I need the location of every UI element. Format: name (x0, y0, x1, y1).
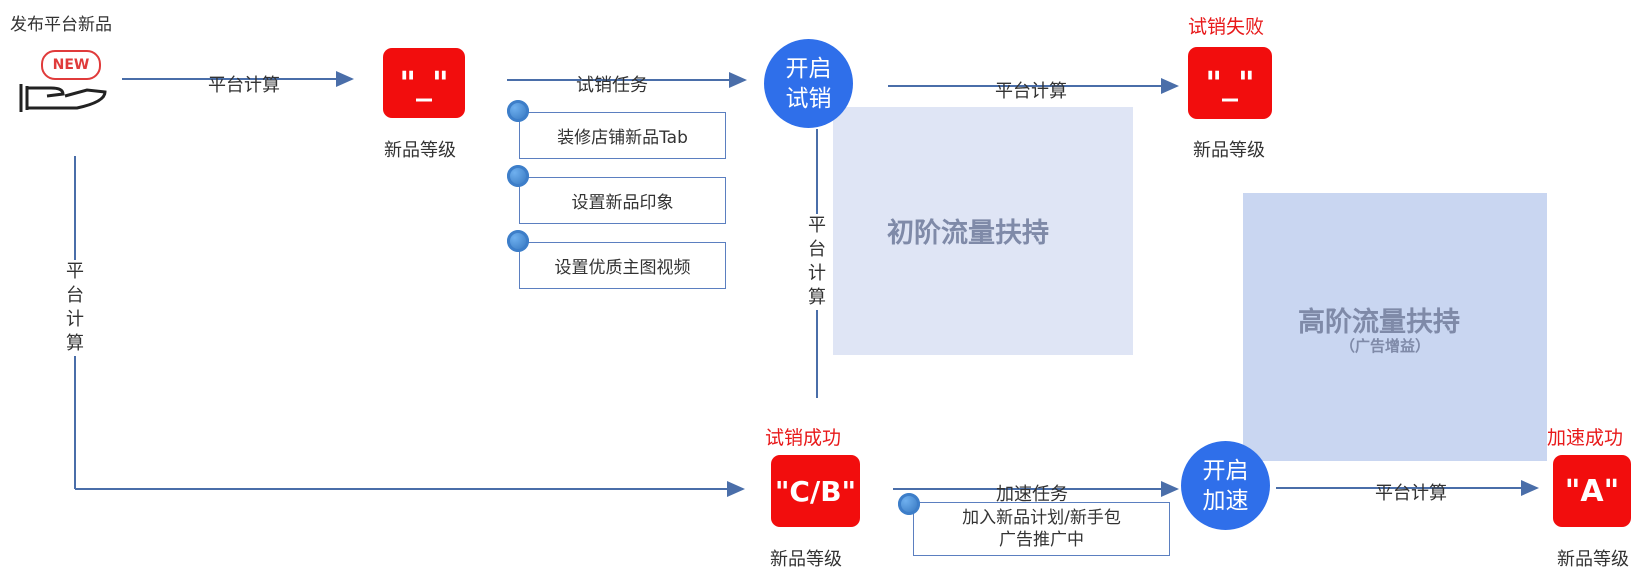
advanced-support-subtitle: （广告增益） (1340, 337, 1431, 355)
grade-caption-a: 新品等级 (1557, 549, 1629, 570)
status-trial-success: 试销成功 (765, 427, 842, 449)
start-trial-line2: 试销 (785, 85, 832, 112)
accel-task-box: 加入新品计划/新手包 广告推广中 (913, 502, 1170, 556)
edge-label-calc2: 平台计算 (995, 81, 1067, 102)
edge-label-calc-vertical-left: 平台计算 (64, 260, 86, 356)
task-bullet-icon (507, 100, 529, 122)
hand-icon (19, 84, 107, 112)
new-tag: NEW (41, 50, 101, 80)
advanced-support-box: 高阶流量扶持 （广告增益） (1243, 193, 1547, 461)
edge-label-calc-vertical-mid: 平台计算 (806, 214, 828, 310)
trial-task-3-label: 设置优质主图视频 (554, 258, 691, 278)
task-bullet-icon (898, 493, 920, 515)
trial-task-1-label: 装修店铺新品Tab (557, 128, 688, 148)
start-trial-line1: 开启 (785, 55, 832, 82)
task-bullet-icon (507, 165, 529, 187)
edge-label-trial-task: 试销任务 (576, 75, 648, 96)
trial-task-2: 设置新品印象 (519, 177, 726, 224)
early-support-box: 初阶流量扶持 (833, 107, 1133, 355)
start-accel-circle: 开启 加速 (1181, 441, 1270, 530)
start-accel-line2: 加速 (1202, 487, 1249, 514)
grade-caption-success: 新品等级 (770, 549, 842, 570)
trial-task-3: 设置优质主图视频 (519, 242, 726, 289)
accel-task-line1: 加入新品计划/新手包 (962, 508, 1121, 528)
trial-task-2-label: 设置新品印象 (571, 193, 674, 213)
status-accel-success: 加速成功 (1547, 427, 1624, 449)
grade-badge-failed: "_" (1188, 47, 1272, 119)
edge-label-accel-task: 加速任务 (996, 484, 1068, 505)
grade-badge-a: "A" (1553, 455, 1631, 527)
new-product-hand-icon: NEW (17, 50, 107, 115)
accel-task-line2: 广告推广中 (999, 530, 1084, 550)
edge-label-calc3: 平台计算 (1375, 483, 1447, 504)
start-accel-line1: 开启 (1202, 457, 1249, 484)
grade-badge-success: "C/B" (771, 455, 860, 527)
start-label: 发布平台新品 (10, 15, 112, 35)
status-trial-failed: 试销失败 (1188, 16, 1265, 38)
advanced-support-title: 高阶流量扶持 (1298, 307, 1460, 338)
trial-task-1: 装修店铺新品Tab (519, 112, 726, 159)
grade-caption-initial: 新品等级 (384, 140, 456, 161)
start-trial-circle: 开启 试销 (764, 39, 853, 128)
early-support-title: 初阶流量扶持 (887, 218, 1049, 249)
grade-caption-failed: 新品等级 (1193, 140, 1265, 161)
grade-badge-initial: "_" (383, 48, 465, 118)
task-bullet-icon (507, 230, 529, 252)
edge-label-calc1: 平台计算 (208, 75, 280, 96)
